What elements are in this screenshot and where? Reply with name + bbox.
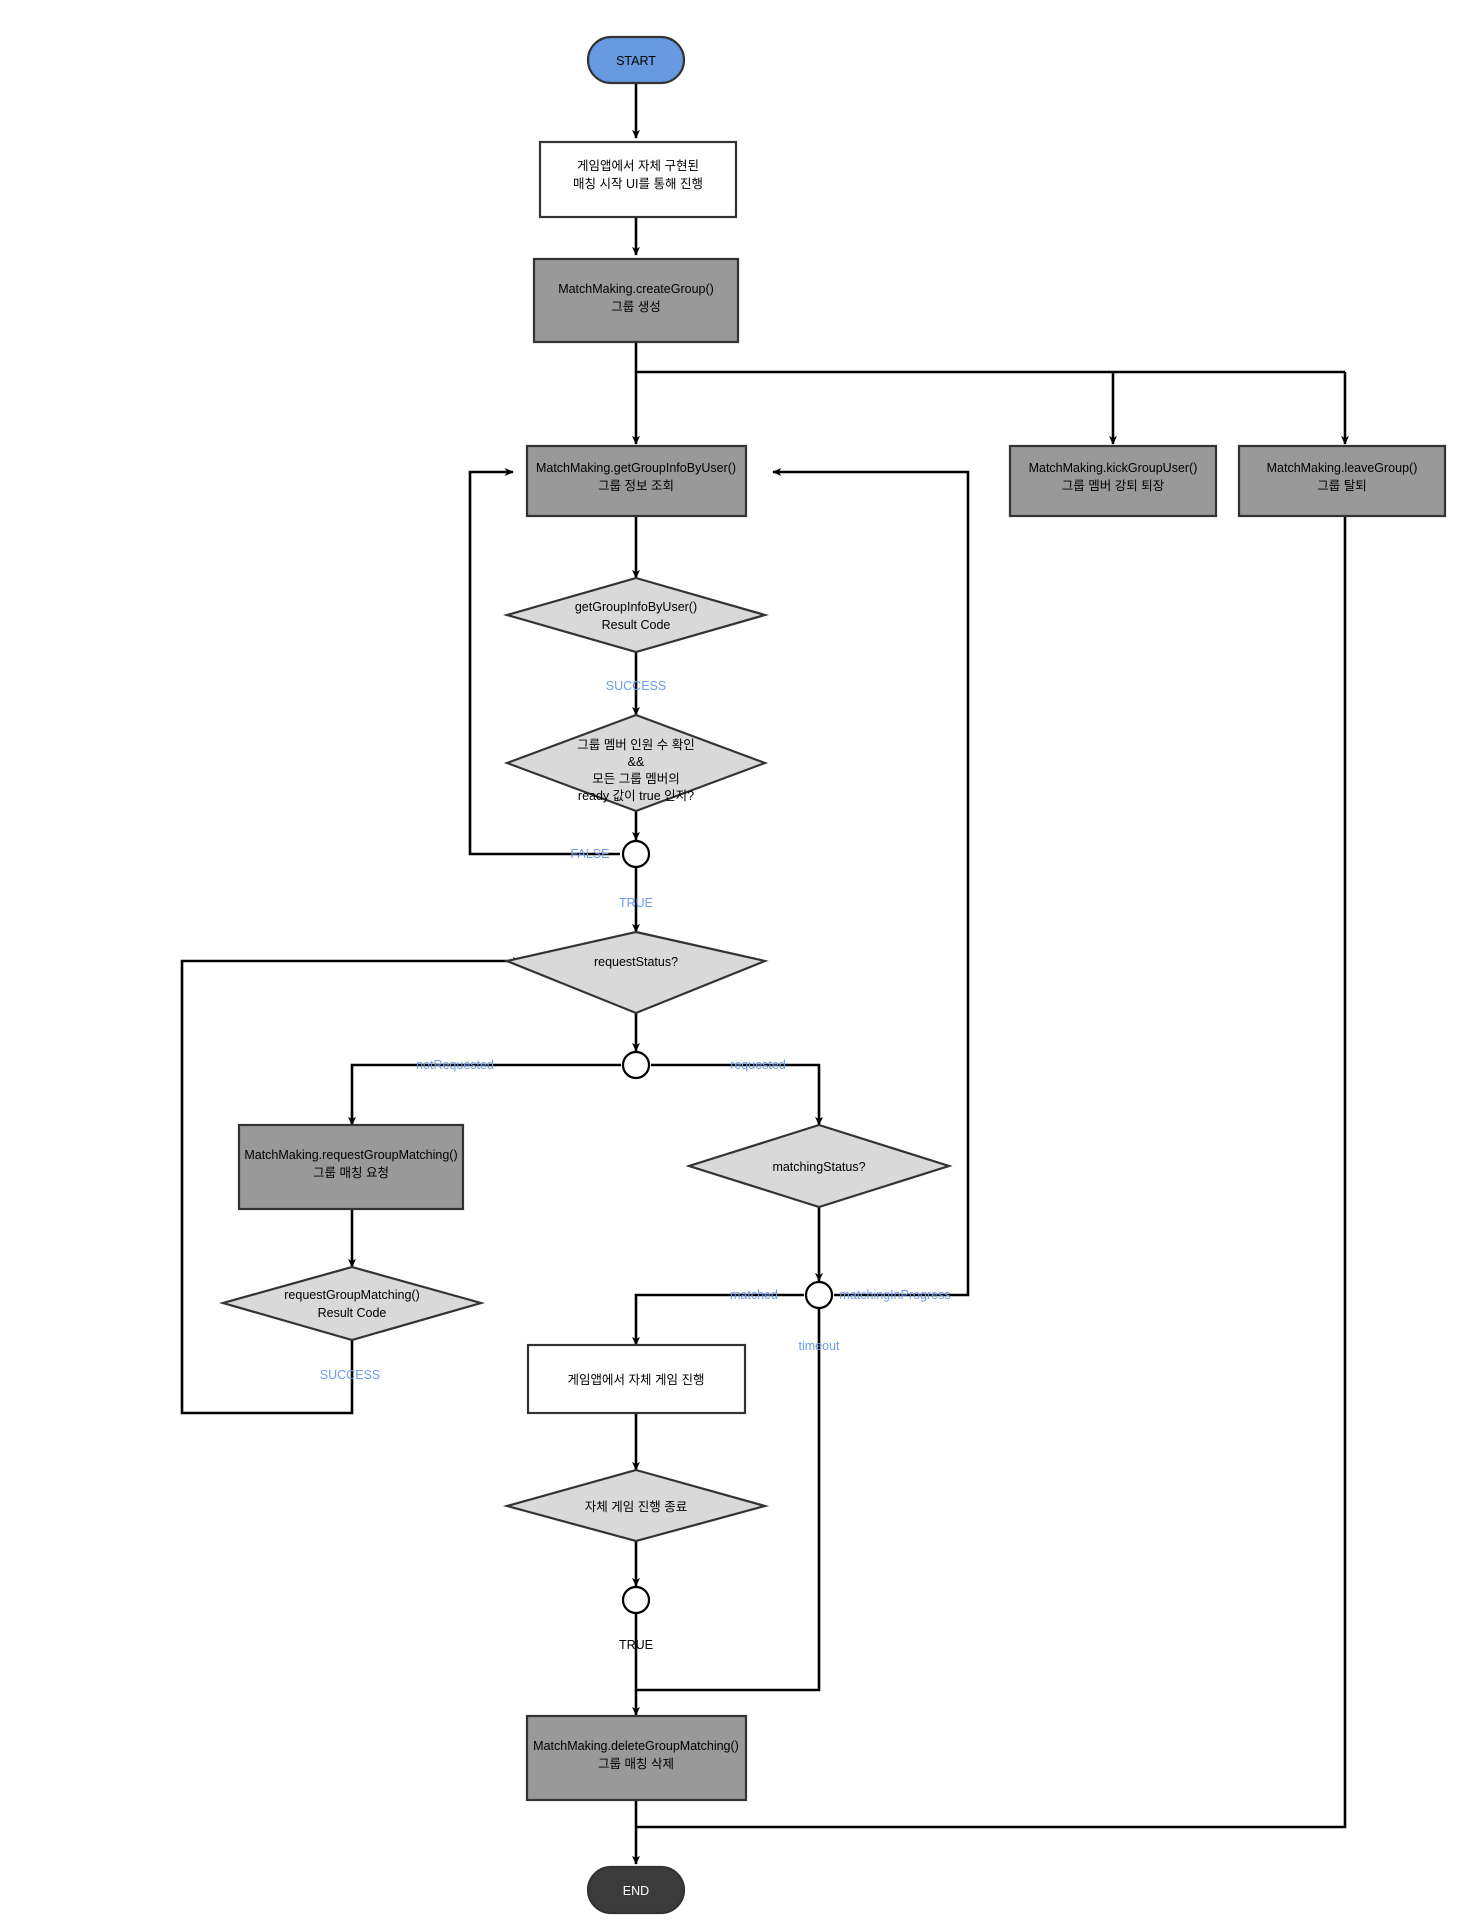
node-member-ready-check-line2: &&	[628, 755, 645, 769]
edge-leave-group-to-end	[636, 516, 1347, 1829]
edge-label-timeout: timeout	[799, 1339, 841, 1353]
edge-timeout	[636, 1309, 821, 1692]
node-get-group-info-line2: 그룹 정보 조회	[598, 479, 674, 493]
edge-label-success-2: SUCCESS	[320, 1368, 380, 1382]
edge-matching-in-progress-loopback	[772, 468, 970, 1297]
node-game-end[interactable]: 자체 게임 진행 종료	[502, 1468, 770, 1543]
node-get-group-info-line1: MatchMaking.getGroupInfoByUser()	[536, 461, 736, 475]
node-create-group[interactable]: MatchMaking.createGroup() 그룹 생성	[532, 257, 740, 344]
node-get-group-info[interactable]: MatchMaking.getGroupInfoByUser() 그룹 정보 조…	[525, 444, 748, 518]
edge-not-requested	[348, 1063, 621, 1126]
node-kick-group-user[interactable]: MatchMaking.kickGroupUser() 그룹 멤버 강퇴 퇴장	[1008, 444, 1218, 518]
edge-label-requested: requested	[730, 1058, 786, 1072]
edges	[180, 82, 1349, 1865]
node-get-group-info-result-line2: Result Code	[602, 618, 671, 632]
node-request-group-matching-result[interactable]: requestGroupMatching() Result Code	[218, 1265, 486, 1342]
node-delete-group-matching[interactable]: MatchMaking.deleteGroupMatching() 그룹 매칭 …	[525, 1714, 748, 1802]
node-game-ui-line2: 매칭 시작 UI를 통해 진행	[573, 176, 703, 191]
edge-false-loopback	[468, 468, 620, 856]
node-get-group-info-result[interactable]: getGroupInfoByUser() Result Code	[503, 576, 769, 654]
node-member-ready-check-line3: 모든 그룹 멤버의	[592, 772, 679, 786]
node-play-game-label: 게임앱에서 자체 게임 진행	[568, 1372, 705, 1387]
node-get-group-info-result-line1: getGroupInfoByUser()	[575, 600, 697, 614]
node-member-ready-check-line4: ready 값이 true 인지?	[578, 789, 694, 803]
node-request-status[interactable]: requestStatus?	[503, 930, 769, 1015]
node-create-group-line2: 그룹 생성	[611, 300, 660, 314]
node-start-label: START	[616, 54, 656, 68]
node-delete-group-matching-line1: MatchMaking.deleteGroupMatching()	[533, 1739, 739, 1753]
node-matching-status-label: matchingStatus?	[772, 1160, 865, 1174]
node-game-end-label: 자체 게임 진행 종료	[585, 1499, 687, 1514]
node-leave-group-line1: MatchMaking.leaveGroup()	[1267, 461, 1418, 475]
node-play-game[interactable]: 게임앱에서 자체 게임 진행	[526, 1343, 747, 1415]
node-game-ui[interactable]: 게임앱에서 자체 구현된 매칭 시작 UI를 통해 진행	[538, 140, 738, 219]
node-request-group-matching-line1: MatchMaking.requestGroupMatching()	[244, 1148, 457, 1162]
edge-label-not-requested: notRequested	[416, 1058, 494, 1072]
node-request-group-matching-line2: 그룹 매칭 요청	[313, 1166, 389, 1180]
connector-dot-request-status	[621, 1050, 651, 1080]
edge-label-true-1: TRUE	[619, 896, 653, 910]
node-delete-group-matching-line2: 그룹 매칭 삭제	[598, 1757, 674, 1771]
connector-dot-game-end	[621, 1585, 651, 1615]
node-matching-status[interactable]: matchingStatus?	[685, 1123, 953, 1209]
edge-matched	[632, 1293, 804, 1346]
node-member-ready-check[interactable]: 그룹 멤버 인원 수 확인 && 모든 그룹 멤버의 ready 값이 true…	[503, 713, 769, 813]
edge-requested	[651, 1063, 823, 1126]
node-request-status-label: requestStatus?	[594, 955, 678, 969]
node-start[interactable]: START	[586, 35, 686, 85]
node-create-group-line1: MatchMaking.createGroup()	[558, 282, 714, 296]
node-game-ui-line1: 게임앱에서 자체 구현된	[577, 159, 699, 173]
node-kick-group-user-line2: 그룹 멤버 강퇴 퇴장	[1062, 479, 1165, 493]
connector-dot-matching-status	[804, 1280, 834, 1310]
node-request-group-matching[interactable]: MatchMaking.requestGroupMatching() 그룹 매칭…	[237, 1123, 465, 1211]
edge-label-true-2: TRUE	[619, 1638, 653, 1652]
edge-label-success-1: SUCCESS	[606, 679, 666, 693]
edge-label-false-1: FALSE	[571, 847, 610, 861]
connector-dot-member-check	[621, 839, 651, 869]
node-kick-group-user-line1: MatchMaking.kickGroupUser()	[1029, 461, 1198, 475]
node-request-group-matching-result-line2: Result Code	[318, 1306, 387, 1320]
edge-label-matching-in-progress: matchingInProgress	[839, 1288, 950, 1302]
node-request-group-matching-result-line1: requestGroupMatching()	[284, 1288, 419, 1302]
edge-label-matched: matched	[730, 1288, 778, 1302]
node-end-label: END	[623, 1884, 649, 1898]
node-leave-group-line2: 그룹 탈퇴	[1317, 479, 1366, 493]
node-end[interactable]: END	[586, 1865, 686, 1915]
edge-request-matching-success-loopback	[180, 957, 522, 1415]
node-leave-group[interactable]: MatchMaking.leaveGroup() 그룹 탈퇴	[1237, 444, 1447, 518]
node-member-ready-check-line1: 그룹 멤버 인원 수 확인	[577, 738, 694, 752]
